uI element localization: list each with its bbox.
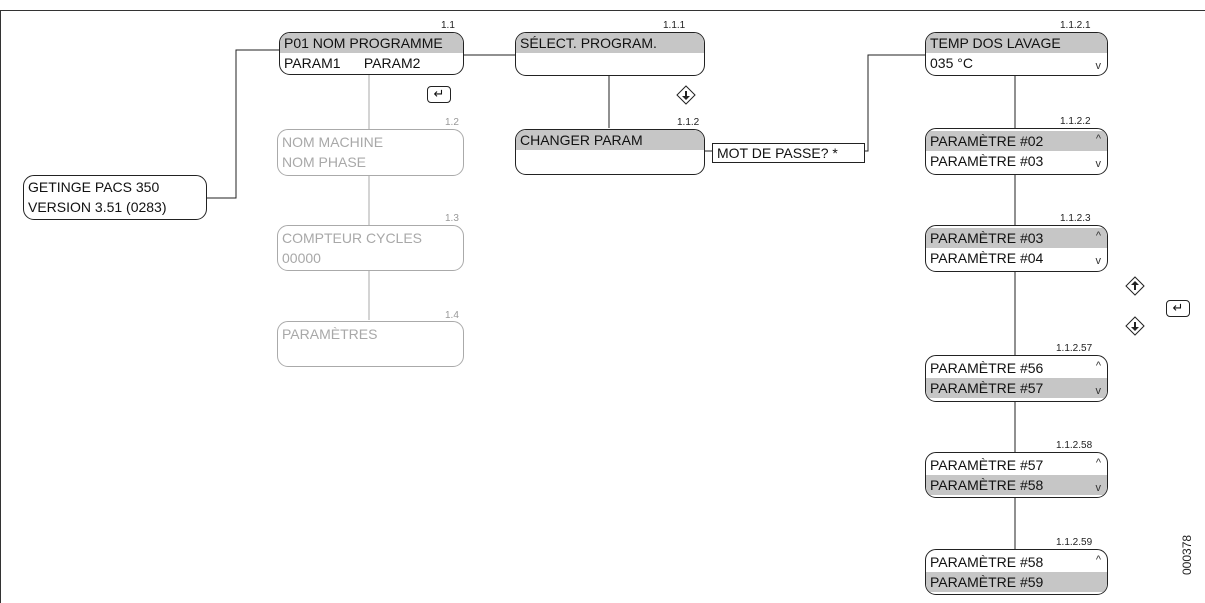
param-3-line-1-row: PARAMÈTRE #03 ^ bbox=[926, 228, 1107, 248]
param-59-line-1: PARAMÈTRE #58 bbox=[930, 554, 1044, 570]
menu-1-1-1-line-1: SÉLECT. PROGRAM. bbox=[516, 33, 704, 53]
menu-1-2-box[interactable]: NOM MACHINE NOM PHASE bbox=[277, 129, 464, 176]
scroll-up-icon: ^ bbox=[1095, 230, 1101, 242]
param-3-line-2: PARAMÈTRE #04 bbox=[930, 250, 1044, 266]
menu-1-1-line-2: PARAM1 PARAM2 bbox=[284, 55, 421, 71]
param-59-line-2-row: PARAMÈTRE #59 bbox=[926, 572, 1107, 592]
connector-password-to-1-1-2-1 bbox=[865, 54, 925, 152]
scroll-down-icon: v bbox=[1095, 60, 1102, 72]
param-59-box[interactable]: PARAMÈTRE #58 ^ PARAMÈTRE #59 bbox=[925, 549, 1108, 595]
param-58-line-2: PARAMÈTRE #58 bbox=[930, 477, 1044, 493]
scroll-up-icon: ^ bbox=[1095, 133, 1101, 145]
menu-1-2-line-2: NOM PHASE bbox=[282, 154, 367, 170]
param-2-line-1-row: PARAMÈTRE #02 ^ bbox=[926, 131, 1107, 151]
param-1-line-2-row: 035 °C v bbox=[926, 53, 1107, 73]
enter-key-icon[interactable]: ↵ bbox=[1166, 300, 1190, 317]
param-2-number: 1.1.2.2 bbox=[1060, 116, 1091, 127]
param-1-line-1: TEMP DOS LAVAGE bbox=[930, 35, 1061, 51]
param-58-number: 1.1.2.58 bbox=[1056, 440, 1093, 451]
param-58-line-1-row: PARAMÈTRE #57 ^ bbox=[926, 455, 1107, 475]
enter-key-icon[interactable]: ↵ bbox=[427, 86, 451, 103]
connector-root-to-1-1 bbox=[206, 49, 279, 199]
menu-1-4-box[interactable]: PARAMÈTRES bbox=[277, 321, 464, 367]
param-57-line-1: PARAMÈTRE #56 bbox=[930, 360, 1044, 376]
param-2-line-2: PARAMÈTRE #03 bbox=[930, 153, 1044, 169]
param-57-line-2: PARAMÈTRE #57 bbox=[930, 380, 1044, 396]
menu-1-1-1-line-2 bbox=[516, 53, 704, 73]
param-59-number: 1.1.2.59 bbox=[1056, 537, 1093, 548]
menu-1-3-number: 1.3 bbox=[445, 213, 459, 224]
menu-1-1-2-line-2 bbox=[516, 150, 704, 170]
param-58-line-2-row: PARAMÈTRE #58 v bbox=[926, 475, 1107, 495]
password-prompt[interactable]: MOT DE PASSE? * bbox=[712, 143, 865, 163]
menu-1-1-1-number: 1.1.1 bbox=[663, 20, 686, 31]
scroll-down-icon: v bbox=[1095, 158, 1102, 170]
param-57-line-1-row: PARAMÈTRE #56 ^ bbox=[926, 358, 1107, 378]
menu-1-4-number: 1.4 bbox=[445, 310, 459, 321]
menu-1-1-2-box[interactable]: CHANGER PARAM bbox=[515, 129, 705, 175]
menu-1-1-1-box[interactable]: SÉLECT. PROGRAM. bbox=[515, 32, 705, 76]
param-58-box[interactable]: PARAMÈTRE #57 ^ PARAMÈTRE #58 v bbox=[925, 452, 1108, 498]
param-57-line-2-row: PARAMÈTRE #57 v bbox=[926, 378, 1107, 398]
param-59-line-2: PARAMÈTRE #59 bbox=[930, 574, 1044, 590]
param-2-line-2-row: PARAMÈTRE #03 v bbox=[926, 151, 1107, 171]
menu-1-1-box[interactable]: P01 NOM PROGRAMME PARAM1 PARAM2 bbox=[279, 32, 464, 75]
menu-1-2-line-1: NOM MACHINE bbox=[282, 134, 384, 150]
root-display-box: GETINGE PACS 350 VERSION 3.51 (0283) bbox=[23, 175, 207, 220]
param-2-box[interactable]: PARAMÈTRE #02 ^ PARAMÈTRE #03 v bbox=[925, 128, 1108, 175]
scroll-up-icon: ^ bbox=[1095, 554, 1101, 566]
menu-1-1-2-line-1: CHANGER PARAM bbox=[516, 130, 704, 150]
param-3-box[interactable]: PARAMÈTRE #03 ^ PARAMÈTRE #04 v bbox=[925, 225, 1108, 272]
param-57-box[interactable]: PARAMÈTRE #56 ^ PARAMÈTRE #57 v bbox=[925, 355, 1108, 402]
param-3-line-2-row: PARAMÈTRE #04 v bbox=[926, 248, 1107, 268]
menu-1-1-line-1: P01 NOM PROGRAMME bbox=[280, 33, 463, 53]
param-1-line-2: 035 °C bbox=[930, 55, 973, 71]
scroll-down-icon: v bbox=[1095, 255, 1102, 267]
param-1-box[interactable]: TEMP DOS LAVAGE 035 °C v bbox=[925, 32, 1108, 76]
menu-1-3-line-1: COMPTEUR CYCLES bbox=[282, 230, 423, 246]
param-3-number: 1.1.2.3 bbox=[1060, 213, 1091, 224]
param-3-line-1: PARAMÈTRE #03 bbox=[930, 230, 1044, 246]
param-59-line-1-row: PARAMÈTRE #58 ^ bbox=[926, 552, 1107, 572]
menu-1-2-number: 1.2 bbox=[445, 117, 459, 128]
menu-1-1-number: 1.1 bbox=[441, 20, 455, 31]
param-2-line-1: PARAMÈTRE #02 bbox=[930, 133, 1044, 149]
param-1-line-1-row: TEMP DOS LAVAGE bbox=[926, 33, 1107, 53]
down-navigation-icon[interactable] bbox=[1125, 316, 1145, 336]
down-navigation-icon[interactable] bbox=[676, 85, 696, 105]
frame-top-border bbox=[0, 10, 1205, 11]
menu-1-4-line-2 bbox=[278, 344, 463, 364]
figure-id: 000378 bbox=[1180, 534, 1194, 575]
root-line-2: VERSION 3.51 (0283) bbox=[28, 199, 167, 215]
menu-1-1-2-number: 1.1.2 bbox=[677, 117, 700, 128]
scroll-up-icon: ^ bbox=[1095, 457, 1101, 469]
scroll-down-icon: v bbox=[1095, 482, 1102, 494]
scroll-up-icon: ^ bbox=[1095, 360, 1101, 372]
root-line-1: GETINGE PACS 350 bbox=[28, 179, 160, 195]
param-1-number: 1.1.2.1 bbox=[1060, 20, 1091, 31]
menu-1-3-line-2: 00000 bbox=[282, 250, 321, 266]
scroll-down-icon: v bbox=[1095, 385, 1102, 397]
param-57-number: 1.1.2.57 bbox=[1056, 343, 1093, 354]
menu-1-4-line-1: PARAMÈTRES bbox=[282, 326, 378, 342]
frame-left-border bbox=[0, 10, 1, 603]
param-58-line-1: PARAMÈTRE #57 bbox=[930, 457, 1044, 473]
menu-1-3-box[interactable]: COMPTEUR CYCLES 00000 bbox=[277, 225, 464, 271]
up-navigation-icon[interactable] bbox=[1125, 276, 1145, 296]
